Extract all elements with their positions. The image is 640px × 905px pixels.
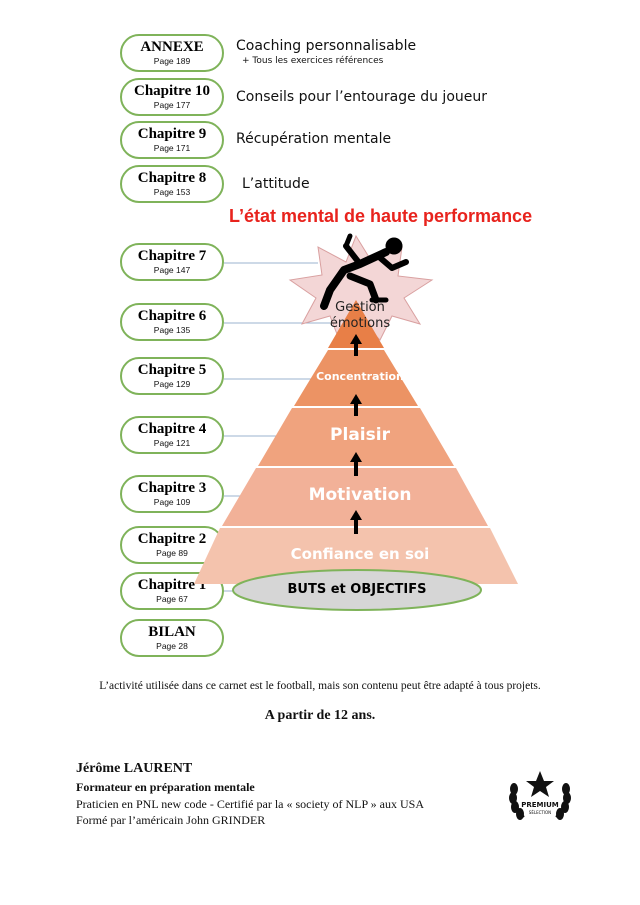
chapter-title: Chapitre 2 [137,531,207,547]
author-line2: Formé par l’américain John GRINDER [76,813,266,827]
chapter-title: Chapitre 1 [137,577,207,593]
laurel-icon [509,771,571,820]
chapter-page: Page 153 [153,187,191,197]
runner-silhouette [320,233,409,310]
annexe-subdescription: + Tous les exercices références [242,56,384,66]
pyramid-top-line2: émotions [329,316,391,331]
chapter-pill-9: Chapitre 9 Page 171 [120,121,224,159]
chapter-pill-4: Chapitre 4 Page 121 [120,416,224,454]
chapter-page: Page 171 [153,143,191,153]
chapter-page: Page 129 [153,379,191,389]
pyramid-level-label: Motivation [308,485,412,505]
chapter-page: Page 109 [153,497,191,507]
badge-sublabel: SÉLECTION [528,810,552,815]
chapter-title: Chapitre 6 [137,308,207,324]
premium-badge: PREMIUM SÉLECTION [504,765,576,827]
author-line1: Praticien en PNL new code - Certifié par… [76,797,425,811]
age-note: A partir de 12 ans. [264,708,376,723]
performance-banner: L’état mental de haute performance [229,206,533,226]
annexe-description: Coaching personnalisable [236,38,417,54]
author-name: Jérôme LAURENT [76,761,193,776]
chapter-title: Chapitre 8 [137,170,207,186]
chapter-title: BILAN [148,624,196,640]
chapter-pill-6: Chapitre 6 Page 135 [120,303,224,341]
chapter-pill-8: Chapitre 8 Page 153 [120,165,224,203]
badge-label: PREMIUM [521,801,559,809]
chapter-title: Chapitre 10 [134,83,210,99]
pyramid-base-label: BUTS et OBJECTIFS [287,582,427,597]
chapter-page: Page 121 [153,438,191,448]
chapter-page: Page 147 [153,265,191,275]
chapter-page: Page 177 [153,100,191,110]
chapter-page: Page 89 [156,548,188,558]
chapter-pill-7: Chapitre 7 Page 147 [120,243,224,281]
chapter10-description: Conseils pour l’entourage du joueur [236,89,487,105]
pyramid-level-label: Confiance en soi [290,545,430,563]
chapter-title: Chapitre 7 [137,248,207,264]
chapter8-description: L’attitude [242,176,310,192]
chapter-title: Chapitre 5 [137,362,207,378]
chapter-title: Chapitre 3 [137,480,207,496]
activity-note: L’activité utilisée dans ce carnet est l… [99,680,541,692]
pyramid-level-label: Concentration [316,370,404,383]
chapter-pill-5: Chapitre 5 Page 129 [120,357,224,395]
pyramid-top-line1: Gestion [335,300,385,315]
chapter-pill-annexe: ANNEXE Page 189 [120,34,224,72]
chapter-page: Page 135 [153,325,191,335]
chapter-pill-10: Chapitre 10 Page 177 [120,78,224,116]
chapter-page: Page 189 [153,56,191,66]
pyramid-level-label: Plaisir [330,425,390,445]
chapter-title: ANNEXE [140,39,204,55]
chapter-title: Chapitre 9 [137,126,207,142]
chapter-page: Page 28 [156,641,188,651]
chapter-pill-bilan: BILAN Page 28 [120,619,224,657]
star-icon [526,771,554,797]
chapter-pill-2: Chapitre 2 Page 89 [120,526,224,564]
chapter9-description: Récupération mentale [236,131,392,147]
chapter-title: Chapitre 4 [137,421,207,437]
author-role: Formateur en préparation mentale [76,780,255,794]
chapter-page: Page 67 [156,594,188,604]
chapter-pill-3: Chapitre 3 Page 109 [120,475,224,513]
